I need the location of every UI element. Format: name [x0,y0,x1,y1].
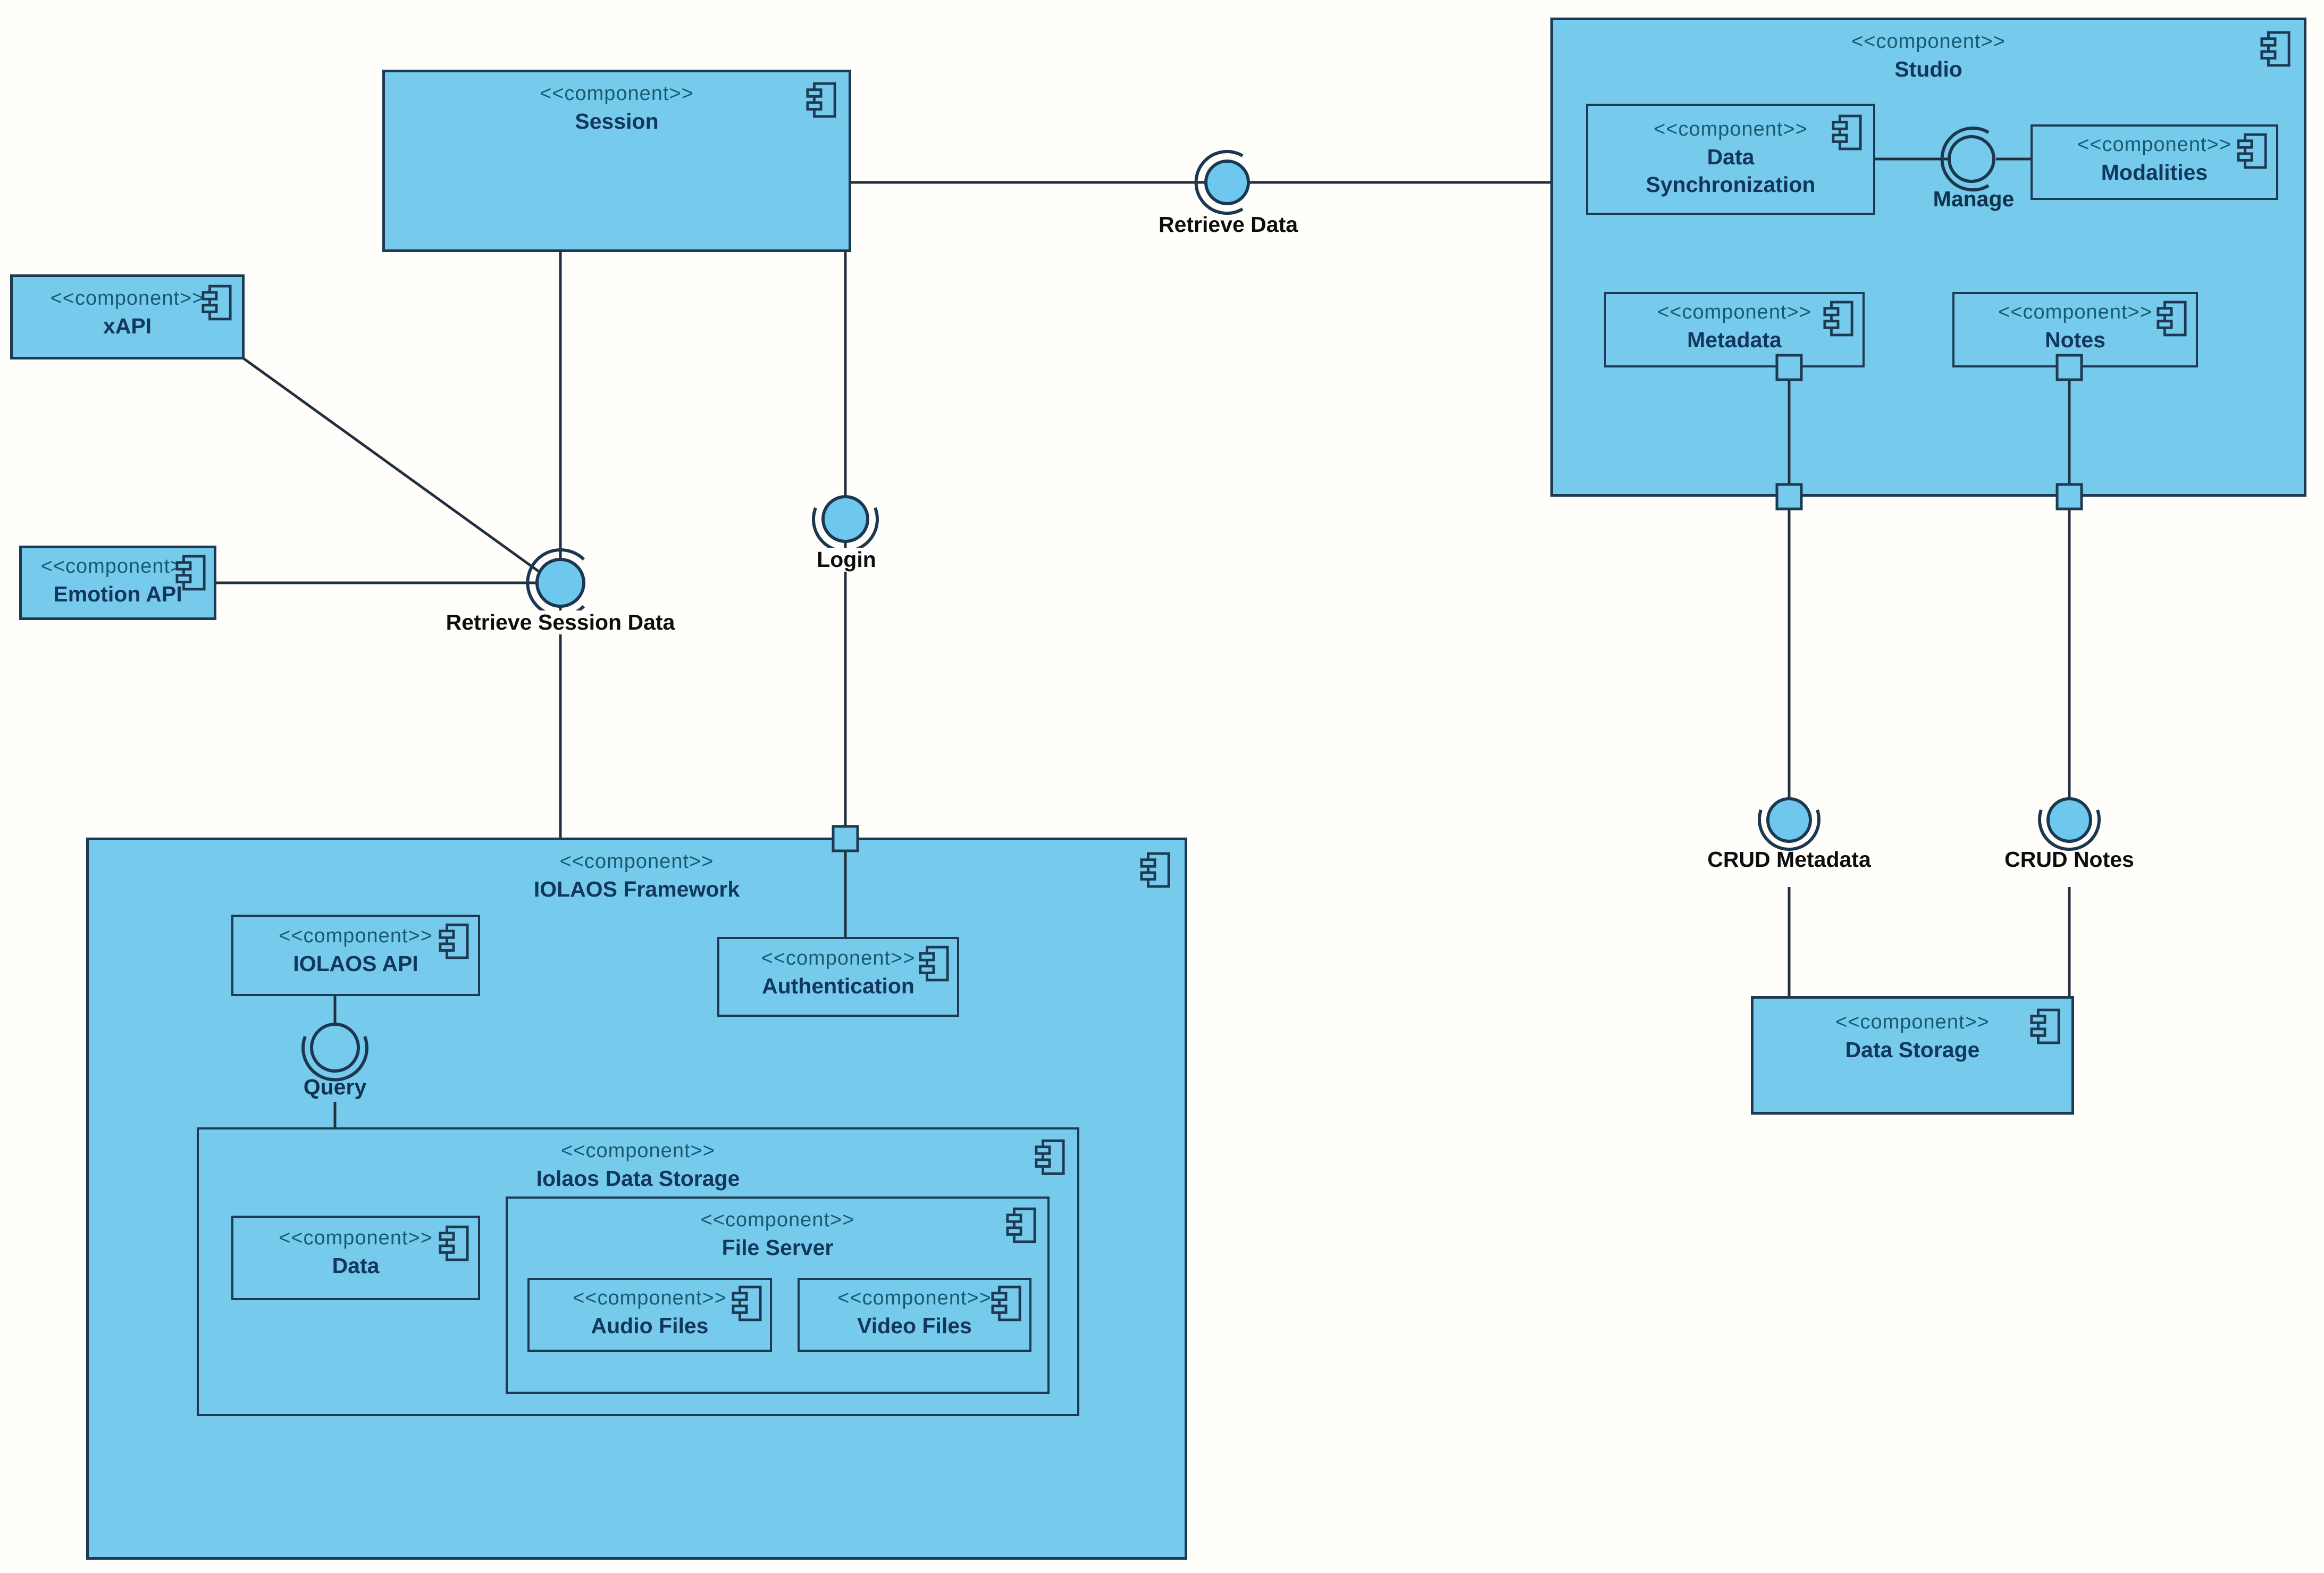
component-icon [2157,300,2187,338]
iolaos-api-name: IOLAOS API [293,951,418,976]
component-metadata: <<component>> Metadata [1604,292,1865,367]
component-icon [1035,1139,1065,1176]
component-icon [439,1225,469,1262]
session-stereotype: <<component>> [540,82,694,105]
component-icon [202,285,232,322]
data-synchronization-name: Data Synchronization [1646,145,1816,197]
component-icon [2260,31,2291,68]
component-notes: <<component>> Notes [1952,292,2198,367]
data-synchronization-stereotype: <<component>> [1654,118,1808,140]
component-session: <<component>> Session [382,70,851,252]
component-icon [991,1285,1022,1323]
xapi-stereotype: <<component>> [50,287,205,309]
login-socket-icon [812,507,879,553]
component-iolaos-api: <<component>> IOLAOS API [231,915,480,996]
component-icon [1832,114,1862,152]
component-icon [1140,852,1171,889]
emotion-api-name: Emotion API [53,582,182,607]
iolaos-framework-name: IOLAOS Framework [533,877,740,902]
data-stereotype: <<component>> [279,1227,433,1249]
retrieve-session-data-socket-icon [526,548,585,617]
component-icon [1006,1207,1037,1244]
retrieve-session-data-ball-icon [535,558,585,608]
component-icon [175,555,206,592]
crud-notes-socket-icon [2038,809,2101,851]
component-video-files: <<component>> Video Files [798,1278,1031,1352]
retrieve-data-label: Retrieve Data [1158,212,1298,237]
component-audio-files: <<component>> Audio Files [527,1278,772,1352]
component-icon [1823,300,1854,338]
retrieve-data-socket-icon [1194,150,1244,215]
retrieve-data-ball-icon [1204,160,1250,205]
component-icon [2030,1008,2061,1045]
crud-notes-label: CRUD Notes [2004,847,2134,872]
connector-xapi-interface [242,357,542,575]
file-server-name: File Server [721,1235,834,1260]
data-name: Data [332,1253,380,1278]
component-icon [806,82,837,119]
data-storage-name: Data Storage [1845,1037,1980,1062]
iolaos-framework-stereotype: <<component>> [559,850,714,873]
audio-files-name: Audio Files [591,1313,709,1338]
query-label: Query [303,1075,367,1099]
retrieve-session-data-label: Retrieve Session Data [440,610,681,635]
login-label: Login [811,547,882,572]
video-files-name: Video Files [857,1313,972,1338]
file-server-stereotype: <<component>> [700,1209,855,1231]
authentication-name: Authentication [762,974,915,999]
component-icon [732,1285,762,1323]
emotion-api-stereotype: <<component>> [40,555,195,578]
component-studio: <<component>> Studio [1550,18,2306,497]
component-icon [439,923,469,960]
component-icon [919,946,950,983]
component-data-synchronization: <<component>> Data Synchronization [1586,104,1875,215]
component-authentication: <<component>> Authentication [717,937,959,1017]
xapi-name: xAPI [103,314,152,339]
data-storage-stereotype: <<component>> [1835,1011,1990,1033]
modalities-stereotype: <<component>> [2077,133,2231,156]
iolaos-api-stereotype: <<component>> [279,925,433,947]
component-icon [2237,133,2268,170]
modalities-name: Modalities [2101,160,2208,185]
component-emotion-api: <<component>> Emotion API [19,546,216,620]
video-files-stereotype: <<component>> [837,1287,992,1309]
crud-metadata-ball-icon [1766,797,1812,843]
crud-metadata-socket-icon [1758,809,1820,851]
crud-metadata-label: CRUD Metadata [1707,847,1871,872]
metadata-name: Metadata [1687,328,1782,353]
component-xapi: <<component>> xAPI [10,274,245,359]
component-data-storage: <<component>> Data Storage [1751,996,2074,1115]
studio-stereotype: <<component>> [1851,30,2006,53]
component-modalities: <<component>> Modalities [2031,124,2278,200]
manage-label: Manage [1933,187,2015,211]
notes-stereotype: <<component>> [1998,301,2152,323]
metadata-stereotype: <<component>> [1657,301,1811,323]
authentication-stereotype: <<component>> [761,947,916,969]
notes-name: Notes [2045,328,2105,353]
iolaos-data-storage-stereotype: <<component>> [561,1140,715,1162]
component-data: <<component>> Data [231,1216,480,1300]
audio-files-stereotype: <<component>> [573,1287,727,1309]
login-ball-icon [821,495,869,543]
iolaos-data-storage-name: Iolaos Data Storage [536,1166,740,1191]
session-name: Session [575,109,659,134]
studio-name: Studio [1894,57,1962,82]
crud-notes-ball-icon [2046,797,2092,843]
